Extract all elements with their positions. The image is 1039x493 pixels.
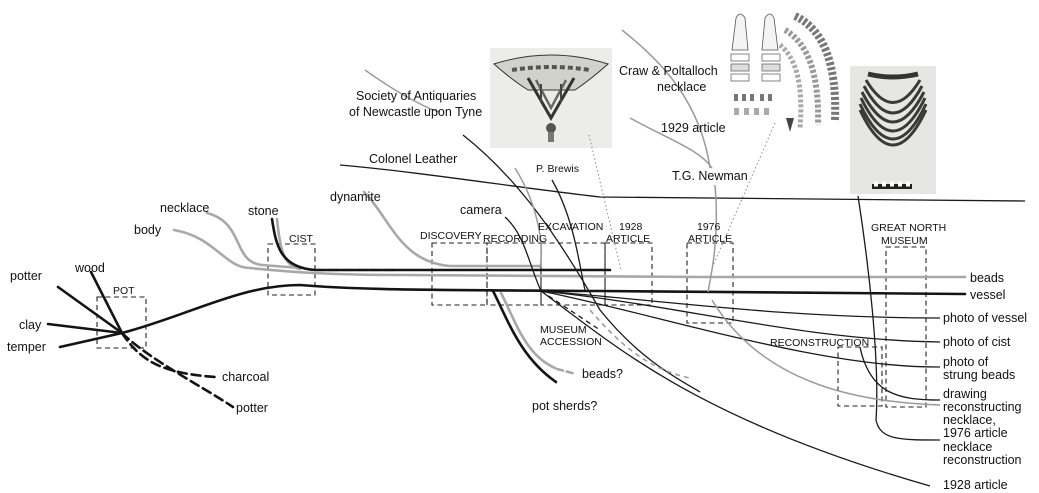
article-1929-label: 1929 article — [661, 121, 726, 135]
strung-necklace-photo-icon — [850, 66, 936, 194]
beads-output-label: beads — [970, 271, 1004, 285]
reconstruction-photo-line — [860, 347, 940, 400]
reconstruction-label: RECONSTRUCTION — [770, 337, 869, 349]
craw-label-line2: necklace — [657, 80, 706, 94]
cist-label: CIST — [289, 233, 314, 245]
camera-line — [505, 217, 541, 291]
recording-label: RECORDING — [483, 233, 547, 245]
discovery-label: DISCOVERY — [420, 230, 482, 242]
pot-wood-line — [91, 272, 122, 333]
drawing-line — [712, 300, 940, 405]
potter-out-dashed — [122, 333, 233, 407]
photo-cist-label: photo of cist — [943, 335, 1011, 349]
society-label-line1: Society of Antiquaries — [356, 89, 476, 103]
necklace-input-label: necklace — [160, 201, 209, 215]
colonel-leather-label: Colonel Leather — [369, 152, 457, 166]
potter-output-label: potter — [236, 401, 268, 415]
newman-label: T.G. Newman — [672, 169, 748, 183]
great-north-museum-box — [886, 247, 926, 407]
article-1928-box — [605, 243, 652, 305]
wood-input-label: wood — [74, 261, 105, 275]
drawing-label-line4: 1976 article — [943, 426, 1008, 440]
excavation-label: EXCAVATION — [538, 221, 603, 233]
photo-connector-1976 — [712, 123, 775, 268]
article-1928-label-line1: 1928 — [619, 221, 643, 233]
drawing-label-line2: reconstructing — [943, 400, 1022, 414]
society-line — [463, 135, 700, 392]
stone-input-label: stone — [248, 204, 279, 218]
article-1976-label-line1: 1976 — [697, 221, 721, 233]
camera-input-label: camera — [460, 203, 502, 217]
craw-line — [622, 30, 710, 168]
temper-input-label: temper — [7, 340, 46, 354]
photo-vessel-label: photo of vessel — [943, 311, 1027, 325]
pot-temper-line — [60, 333, 122, 347]
museum-accession-label-line1: MUSEUM — [540, 324, 587, 336]
society-label-line2: of Newcastle upon Tyne — [349, 105, 482, 119]
sherds-question-label: pot sherds? — [532, 399, 597, 413]
brewis-gray-line — [515, 168, 541, 268]
clay-input-label: clay — [19, 318, 42, 332]
dynamite-line — [364, 192, 540, 266]
article-1928-label-line2: ARTICLE — [606, 233, 650, 245]
beads-question-label: beads? — [582, 367, 623, 381]
photo-strung-line — [541, 291, 940, 367]
bead-drawing-1976-icon — [731, 14, 835, 132]
pot-label: POT — [113, 285, 135, 297]
drawing-label-line3: necklace, — [943, 413, 996, 427]
charcoal-output-label: charcoal — [222, 370, 269, 384]
necklace-photo-1928-icon — [490, 48, 612, 148]
great-north-museum-label-line2: MUSEUM — [881, 235, 928, 247]
article-1976-label-line2: ARTICLE — [688, 233, 732, 245]
brewis-label: P. Brewis — [536, 163, 579, 175]
potter-input-label: potter — [10, 269, 42, 283]
photo-strung-label-line1: photo of — [943, 355, 989, 369]
drawing-label-line1: drawing — [943, 387, 987, 401]
museum-accession-label-line2: ACCESSION — [540, 336, 602, 348]
brewis-line — [552, 180, 585, 290]
photo-strung-label-line2: strung beads — [943, 368, 1015, 382]
necklace-reconstruction-label-line2: reconstruction — [943, 453, 1022, 467]
dynamite-input-label: dynamite — [330, 190, 381, 204]
vessel-output-label: vessel — [970, 288, 1005, 302]
necklace-reconstruction-label-line1: necklace — [943, 440, 992, 454]
great-north-museum-label-line1: GREAT NORTH — [871, 222, 946, 234]
beads-question-dashed — [557, 369, 576, 374]
article-1928-output-label: 1928 article — [943, 478, 1008, 492]
body-input-label: body — [134, 223, 162, 237]
craw-label-line1: Craw & Poltalloch — [619, 64, 718, 78]
charcoal-dashed — [122, 333, 215, 377]
pot-box — [97, 297, 146, 348]
